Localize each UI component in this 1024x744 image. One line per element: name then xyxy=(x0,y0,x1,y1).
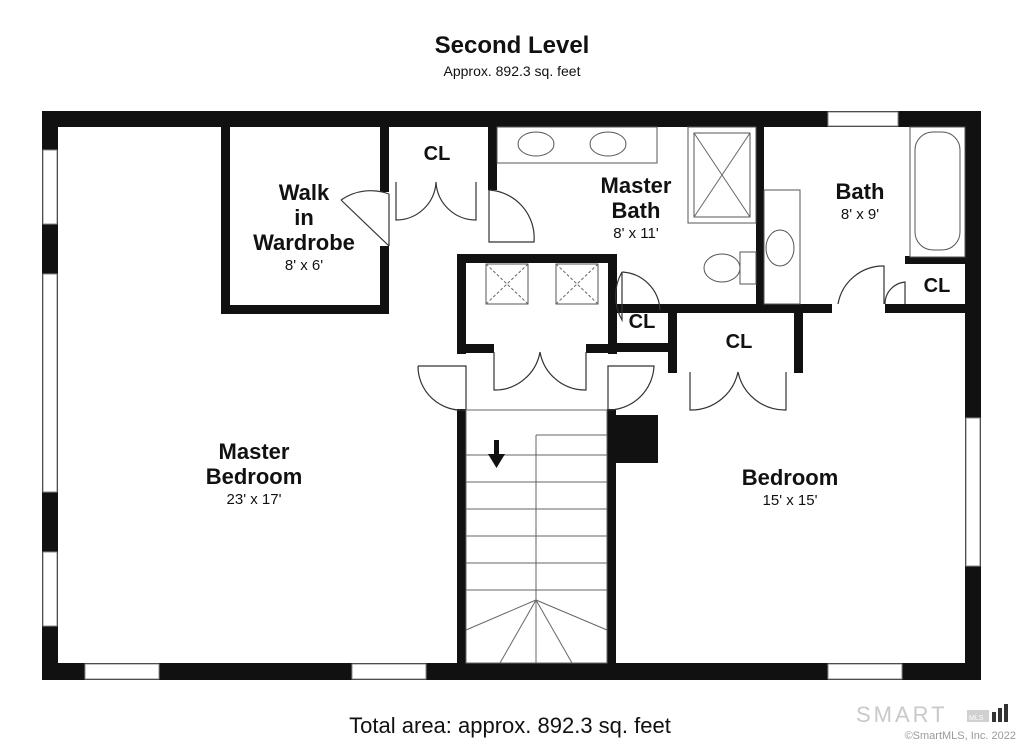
closet-label-bedroom: CL xyxy=(726,331,753,353)
room-master-bath-line1: Master xyxy=(601,173,672,198)
room-walk-in-line3: Wardrobe xyxy=(253,230,355,255)
stairs xyxy=(465,409,608,664)
shelf-1 xyxy=(485,263,529,305)
room-bath-name: Bath xyxy=(836,179,885,204)
bath-sink xyxy=(765,229,795,267)
plan-title: Second Level xyxy=(435,32,590,59)
fixtures xyxy=(485,126,966,305)
room-master-bedroom-dims: 23' x 17' xyxy=(227,491,282,508)
closet-label-top: CL xyxy=(424,143,451,165)
copyright: ©SmartMLS, Inc. 2022 xyxy=(905,730,1016,742)
window-bottom-3 xyxy=(827,663,903,680)
smartmls-logo: SMART MLS xyxy=(856,702,1008,727)
room-bedroom-dims: 15' x 15' xyxy=(763,492,818,509)
closet-label-bath: CL xyxy=(924,275,951,297)
window-top-bath xyxy=(827,111,899,127)
room-walk-in-line1: Walk xyxy=(279,180,330,205)
window-bottom-1 xyxy=(84,663,160,680)
room-walk-in-line2: in xyxy=(294,205,314,230)
window-left-2 xyxy=(42,273,58,493)
sink-2 xyxy=(589,131,627,157)
window-right xyxy=(965,417,981,567)
total-area: Total area: approx. 892.3 sq. feet xyxy=(349,713,671,738)
sink-1 xyxy=(517,131,555,157)
shelf-2 xyxy=(555,263,599,305)
window-bottom-2 xyxy=(351,663,427,680)
room-master-bedroom-line1: Master xyxy=(219,439,290,464)
room-bedroom-name: Bedroom xyxy=(742,465,839,490)
room-master-bedroom-line2: Bedroom xyxy=(206,464,303,489)
room-master-bath-line2: Bath xyxy=(612,198,661,223)
logo-text: SMART xyxy=(856,702,948,727)
room-master-bath-dims: 8' x 11' xyxy=(613,225,659,242)
plan-subtitle: Approx. 892.3 sq. feet xyxy=(444,63,581,79)
window-left-1 xyxy=(42,149,58,225)
windows xyxy=(42,111,981,680)
closet-label-small: CL xyxy=(629,311,656,333)
room-walk-in-dims: 8' x 6' xyxy=(285,257,323,274)
doors xyxy=(340,181,906,411)
window-left-3 xyxy=(42,551,58,627)
room-bath-dims: 8' x 9' xyxy=(841,206,879,223)
logo-sub: MLS xyxy=(969,715,984,722)
toilet xyxy=(703,253,741,283)
arrow-down-icon xyxy=(488,440,505,468)
interior-walls xyxy=(221,124,967,665)
